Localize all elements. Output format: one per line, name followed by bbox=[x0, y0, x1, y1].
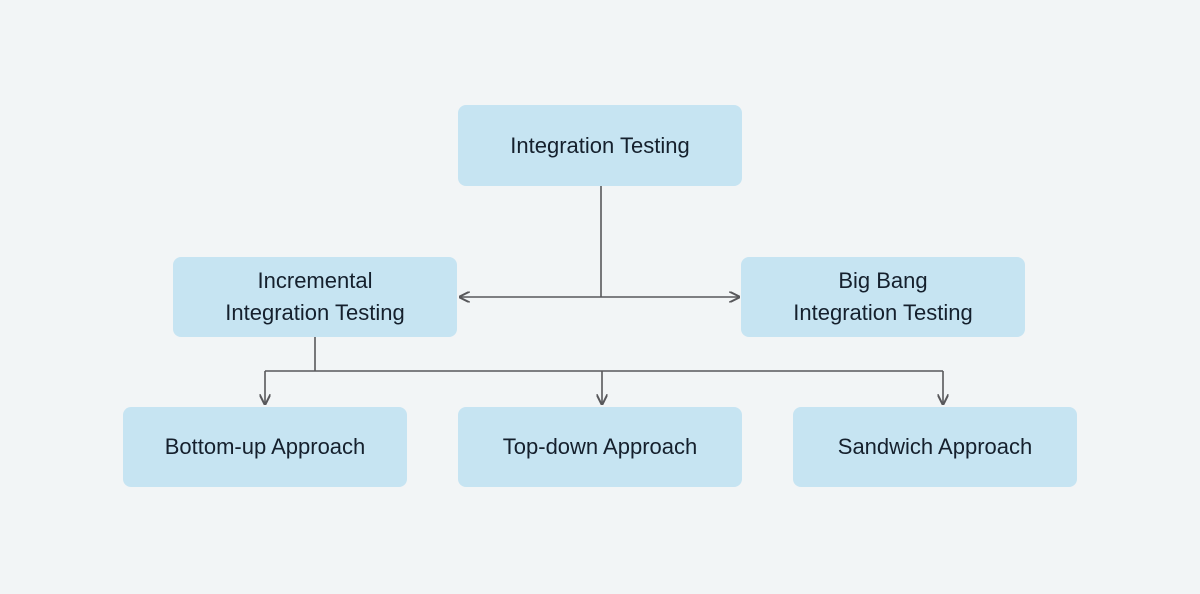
node-integration-testing: Integration Testing bbox=[458, 105, 742, 186]
node-top-down-label: Top-down Approach bbox=[502, 434, 698, 459]
node-top-down-approach: Top-down Approach bbox=[458, 407, 742, 487]
node-bottom-up-approach: Bottom-up Approach bbox=[123, 407, 407, 487]
node-sandwich-label: Sandwich Approach bbox=[837, 434, 1033, 459]
node-bottom-up-label: Bottom-up Approach bbox=[164, 434, 366, 459]
node-big-bang-integration-testing: Big Bang Integration Testing bbox=[741, 257, 1025, 337]
node-incremental-integration-testing: Incremental Integration Testing bbox=[173, 257, 457, 337]
node-incremental-label: Incremental Integration Testing bbox=[225, 268, 405, 325]
node-big-bang-label: Big Bang Integration Testing bbox=[793, 268, 973, 325]
node-sandwich-approach: Sandwich Approach bbox=[793, 407, 1077, 487]
node-integration-testing-label: Integration Testing bbox=[510, 132, 690, 158]
